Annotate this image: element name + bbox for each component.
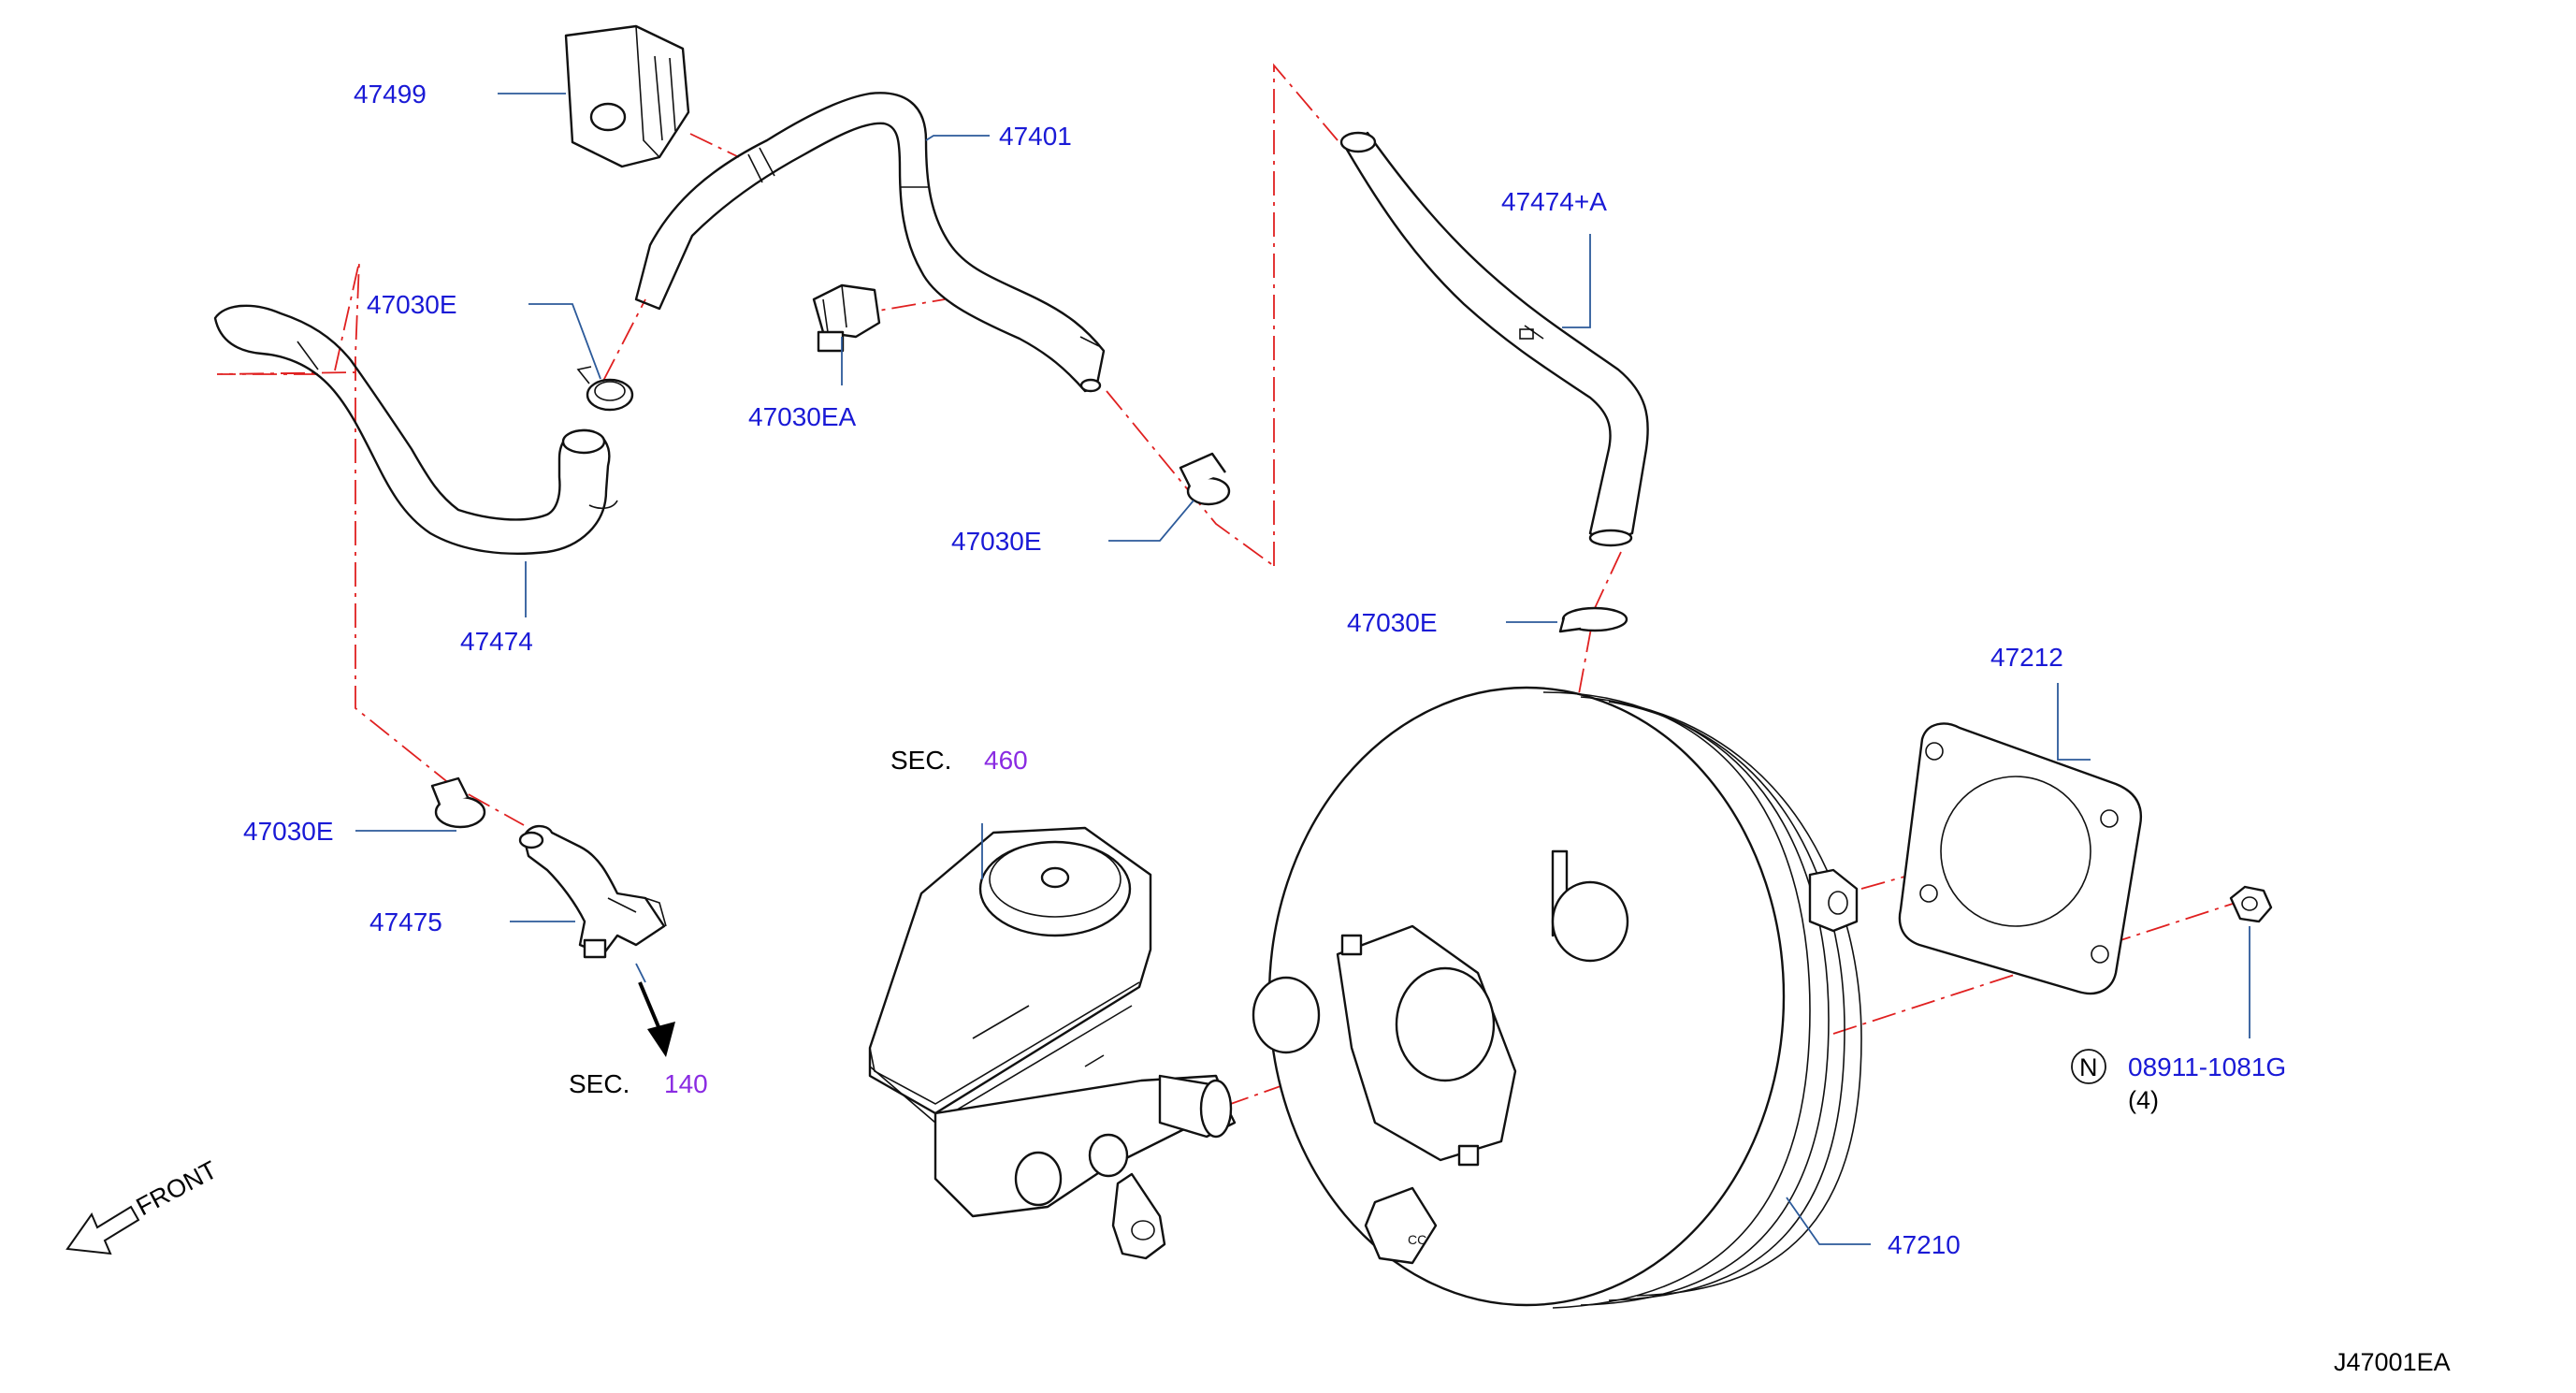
label-47212[interactable]: 47212 xyxy=(1990,643,2063,672)
valve-47475[interactable] xyxy=(518,824,667,959)
label-clip-right[interactable]: 47030E xyxy=(1347,608,1438,637)
label-clip-bottom-left[interactable]: 47030E xyxy=(243,817,334,846)
label-47474-plus-a[interactable]: 47474+A xyxy=(1501,187,1607,216)
label-clip-top-left[interactable]: 47030E xyxy=(367,290,457,319)
label-clip-mid[interactable]: 47030E xyxy=(951,527,1042,556)
front-label: FRONT xyxy=(132,1155,222,1221)
clip-right[interactable] xyxy=(1558,606,1628,633)
arrow-down-icon xyxy=(638,981,675,1057)
hose-47474-plus-a[interactable] xyxy=(1339,131,1649,547)
clip-top-left[interactable] xyxy=(576,366,634,412)
nut-08911[interactable] xyxy=(2229,885,2273,923)
hose-47474[interactable] xyxy=(213,304,618,555)
sec-460-link[interactable]: 460 xyxy=(984,746,1028,775)
sec-460-prefix: SEC. xyxy=(890,746,951,775)
front-arrow-icon xyxy=(65,1205,140,1255)
hose-47401[interactable] xyxy=(634,92,1106,393)
leader-lines xyxy=(355,93,2250,1245)
label-47474[interactable]: 47474 xyxy=(460,627,533,656)
svg-text:CC: CC xyxy=(1408,1232,1426,1247)
label-47030ea[interactable]: 47030EA xyxy=(748,402,857,431)
label-nut-qty: (4) xyxy=(2128,1086,2159,1114)
connector-47030ea[interactable] xyxy=(812,283,881,353)
sec-140-prefix: SEC. xyxy=(569,1069,630,1098)
bracket-47499[interactable] xyxy=(564,24,690,168)
label-47401[interactable]: 47401 xyxy=(999,122,1072,151)
label-47210[interactable]: 47210 xyxy=(1888,1230,1961,1259)
sec-140-link[interactable]: 140 xyxy=(664,1069,708,1098)
label-47499[interactable]: 47499 xyxy=(354,80,427,109)
label-47475[interactable]: 47475 xyxy=(369,907,442,936)
clip-mid[interactable] xyxy=(1179,452,1231,506)
label-nut-code[interactable]: 08911-1081G xyxy=(2128,1052,2286,1081)
clip-bottom-left[interactable] xyxy=(430,776,486,829)
diagram-id: J47001EA xyxy=(2334,1348,2451,1376)
nut-marker: N xyxy=(2079,1053,2098,1081)
brake-booster-47210[interactable]: CC xyxy=(1252,686,1862,1309)
master-cylinder[interactable] xyxy=(868,826,1237,1260)
gasket-47212[interactable] xyxy=(1898,722,2143,995)
nut-marker-circle xyxy=(2071,1049,2106,1084)
